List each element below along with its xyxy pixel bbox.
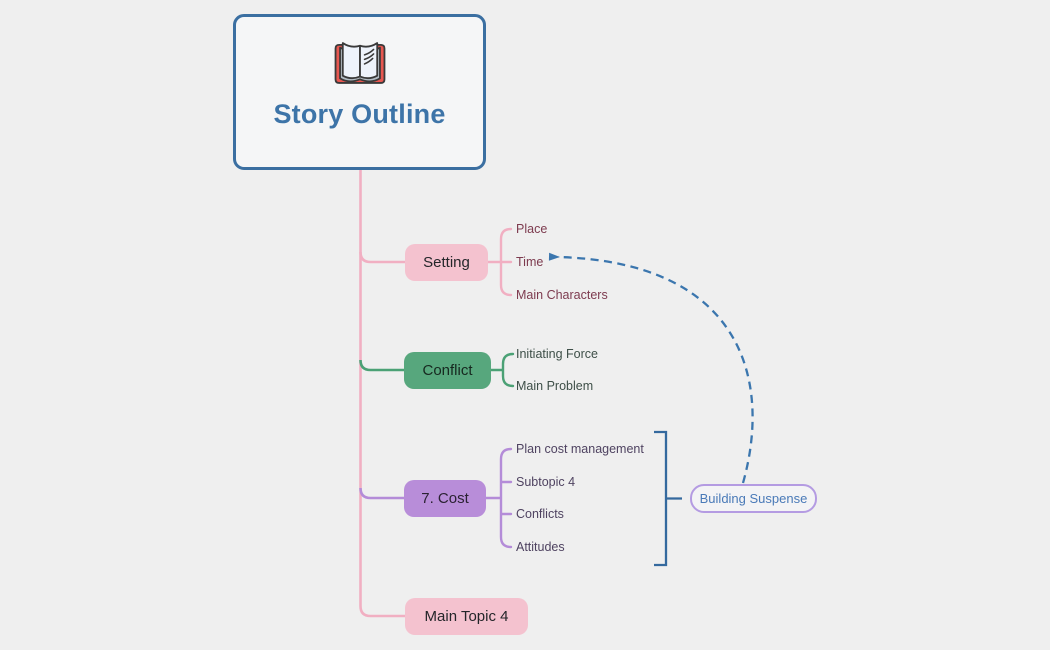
setting-children-connector bbox=[486, 227, 513, 297]
subtopic-main-problem[interactable]: Main Problem bbox=[516, 379, 594, 393]
boundary-bracket[interactable] bbox=[654, 430, 682, 567]
branch-conflict bbox=[359, 359, 404, 372]
topic-node-cost[interactable]: 7. Cost bbox=[404, 480, 486, 517]
floating-node-label: Building Suspense bbox=[699, 491, 808, 506]
topic-label: Main Topic 4 bbox=[424, 608, 509, 625]
topic-node-conflict[interactable]: Conflict bbox=[404, 352, 491, 389]
topic-node-main-topic-4[interactable]: Main Topic 4 bbox=[405, 598, 528, 635]
root-node-story-outline[interactable]: Story Outline bbox=[233, 14, 486, 170]
subtopic-conflicts[interactable]: Conflicts bbox=[516, 507, 564, 521]
subtopic-plan-cost-management[interactable]: Plan cost management bbox=[516, 442, 644, 456]
conflict-children-connector bbox=[489, 352, 515, 388]
subtopic-subtopic-4[interactable]: Subtopic 4 bbox=[516, 475, 576, 489]
subtopic-time[interactable]: Time bbox=[516, 255, 544, 269]
subtopic-place[interactable]: Place bbox=[516, 222, 548, 236]
cost-children-connector bbox=[484, 447, 513, 549]
subtopic-main-characters[interactable]: Main Characters bbox=[516, 288, 608, 302]
open-book-icon bbox=[334, 42, 385, 84]
branch-setting bbox=[359, 251, 405, 264]
topic-label: Conflict bbox=[422, 362, 473, 379]
root-node-label: Story Outline bbox=[273, 99, 446, 129]
subtopic-initiating-force[interactable]: Initiating Force bbox=[516, 347, 598, 361]
branch-cost bbox=[359, 487, 404, 500]
floating-node-building-suspense[interactable]: Building Suspense bbox=[690, 484, 817, 513]
subtopic-attitudes[interactable]: Attitudes bbox=[516, 540, 565, 554]
trunk-line bbox=[359, 170, 405, 618]
topic-label: 7. Cost bbox=[421, 490, 469, 507]
topic-label: Setting bbox=[423, 254, 470, 271]
relationship-arrow[interactable] bbox=[548, 252, 754, 484]
topic-node-setting[interactable]: Setting bbox=[405, 244, 488, 281]
